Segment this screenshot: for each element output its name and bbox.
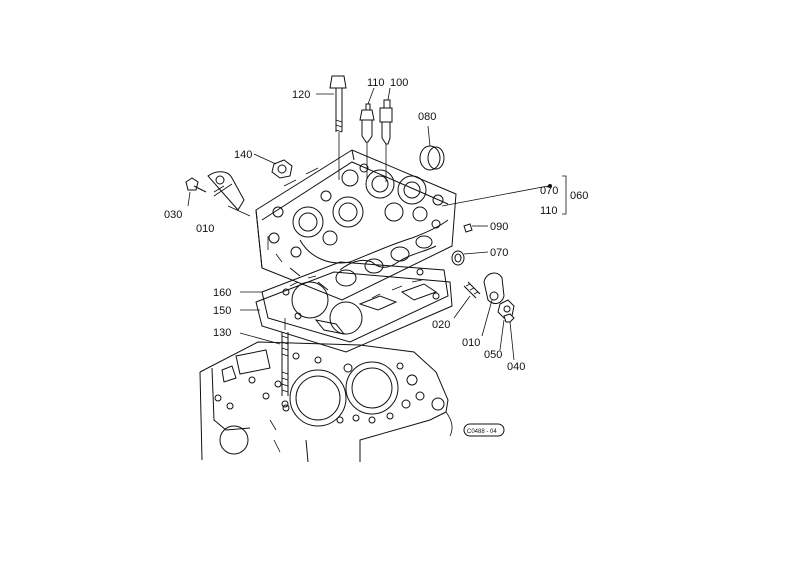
part-label-150: 150 [213, 305, 231, 317]
part-label-070-lower: 070 [490, 247, 508, 259]
part-label-060: 060 [570, 190, 588, 202]
nut-140 [271, 159, 293, 179]
figure-code-badge: C0488 - 04 [463, 423, 505, 437]
part-label-080: 080 [418, 111, 436, 123]
part-labels: 120 110 100 080 140 030 010 070 110 060 … [164, 77, 588, 373]
part-label-100: 100 [390, 77, 408, 89]
part-label-040: 040 [507, 361, 525, 373]
small-parts-right [451, 223, 481, 299]
cylinder-block [199, 341, 453, 463]
figure-code: C0488 - 04 [467, 429, 497, 435]
head-bolt-120 [329, 75, 347, 180]
part-label-010-left: 010 [196, 223, 214, 235]
part-label-110: 110 [367, 77, 385, 89]
part-label-050: 050 [484, 349, 502, 361]
cylinder-head [255, 149, 457, 301]
part-label-090: 090 [490, 221, 508, 233]
part-label-120: 120 [292, 89, 310, 101]
stud-130 [281, 318, 289, 408]
part-label-130: 130 [213, 327, 231, 339]
nozzle-holders [359, 99, 393, 182]
part-label-010-right: 010 [462, 337, 480, 349]
hanger-left [185, 171, 245, 211]
part-label-030: 030 [164, 209, 182, 221]
leader-lines [187, 87, 567, 361]
head-gaskets [255, 261, 453, 353]
hanger-right [483, 272, 515, 323]
part-label-160: 160 [213, 287, 231, 299]
part-label-110-lower: 110 [540, 205, 558, 217]
part-label-020: 020 [432, 319, 450, 331]
plug-080 [419, 145, 445, 171]
part-label-070-upper: 070 [540, 185, 558, 197]
part-label-140: 140 [234, 149, 252, 161]
